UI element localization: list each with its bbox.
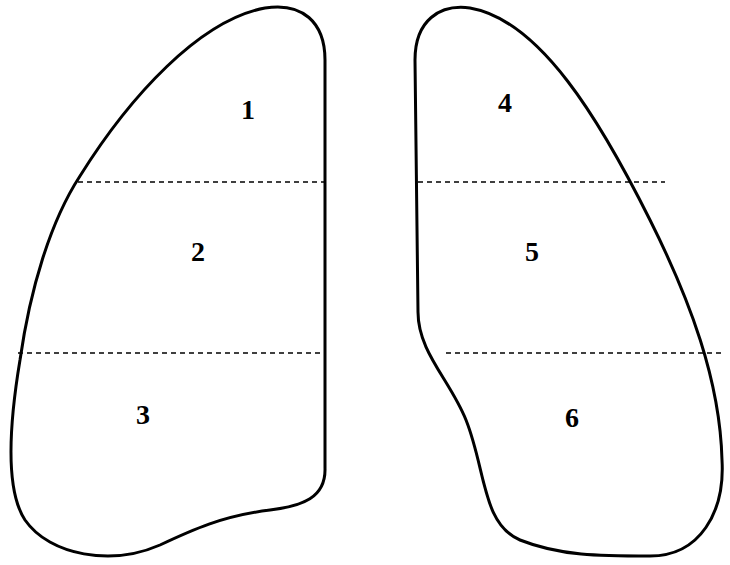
callout-number: 6 bbox=[565, 404, 579, 432]
callout-number: 5 bbox=[525, 238, 539, 266]
right-lung-outline bbox=[11, 7, 325, 556]
zone-divider bbox=[18, 352, 325, 354]
left-lung-outline bbox=[415, 7, 722, 556]
callout-number: 1 bbox=[241, 96, 255, 124]
zone-divider bbox=[418, 181, 665, 183]
callout-number: 3 bbox=[136, 401, 150, 429]
zone-divider bbox=[446, 352, 722, 354]
callout-number: 2 bbox=[191, 238, 205, 266]
zone-divider bbox=[78, 181, 325, 183]
callout-number: 4 bbox=[498, 89, 512, 117]
